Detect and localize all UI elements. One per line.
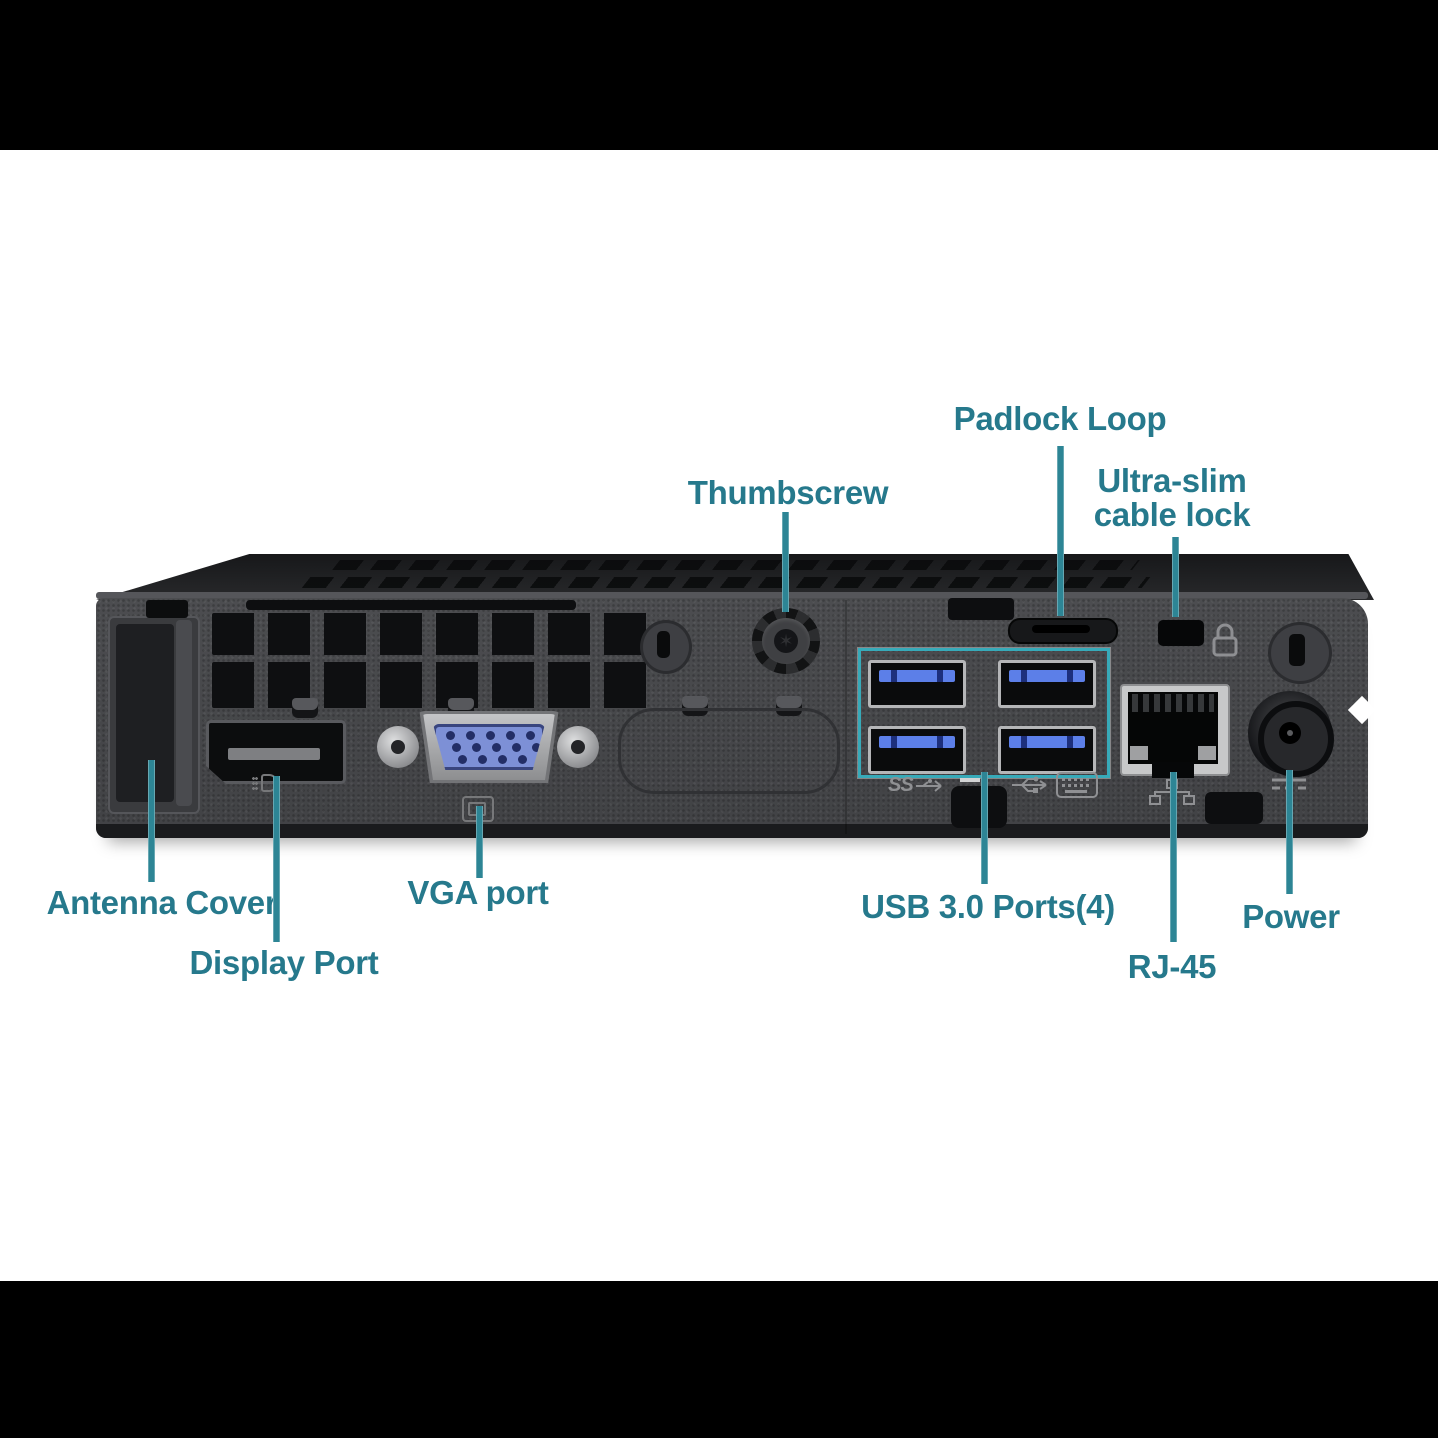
leader-cable-lock bbox=[1172, 537, 1179, 617]
vga-screw-hole bbox=[571, 740, 585, 754]
padlock-loop-slot bbox=[1032, 625, 1090, 633]
displayport-tongue bbox=[228, 748, 320, 760]
padlock-icon bbox=[1212, 623, 1238, 657]
vga-connector bbox=[433, 724, 545, 770]
keyhole-slot-opening bbox=[657, 631, 670, 658]
rj45-led bbox=[1198, 746, 1216, 760]
callout-cable-lock-line1: Ultra-slim bbox=[1097, 462, 1247, 499]
latch-highlight bbox=[960, 778, 980, 782]
panel-seam bbox=[845, 600, 847, 834]
vent-grid-row bbox=[212, 613, 652, 655]
usb-trident-icon bbox=[1012, 776, 1047, 793]
letterbox-bottom bbox=[0, 1281, 1438, 1438]
rj45-pins bbox=[1132, 694, 1214, 712]
usb3-arrow bbox=[915, 778, 942, 792]
letterbox-top bbox=[0, 0, 1438, 150]
keyboard-icon bbox=[1056, 772, 1098, 798]
serial-port-blank-outline bbox=[618, 708, 840, 794]
callout-power: Power bbox=[1242, 898, 1340, 935]
keyhole-slot-opening bbox=[1289, 634, 1305, 666]
chassis-bottom-edge bbox=[96, 824, 1368, 838]
power-connector-pin bbox=[1287, 730, 1293, 736]
leader-antenna-cover bbox=[148, 760, 155, 882]
chassis-tab bbox=[951, 786, 1007, 828]
callout-vga-port: VGA port bbox=[407, 874, 549, 911]
top-vent-row bbox=[332, 560, 1140, 570]
rj45-led bbox=[1130, 746, 1148, 760]
callout-antenna-cover: Antenna Cover bbox=[46, 884, 278, 921]
leader-padlock-loop bbox=[1057, 446, 1064, 616]
usb-port bbox=[998, 726, 1096, 774]
usb-port bbox=[998, 660, 1096, 708]
ss-marking: SS bbox=[888, 774, 914, 796]
leader-display-port bbox=[273, 776, 280, 942]
chassis-latch bbox=[292, 698, 318, 718]
chassis-tab bbox=[1205, 792, 1263, 824]
usb-highlight-box bbox=[857, 647, 1111, 779]
vga-screw-hole bbox=[391, 740, 405, 754]
usb-port bbox=[868, 726, 966, 774]
leader-power bbox=[1286, 770, 1293, 894]
antenna-cover-rail bbox=[176, 620, 192, 806]
callout-display-port: Display Port bbox=[189, 944, 379, 981]
vga-pin-row bbox=[458, 755, 545, 764]
chassis-latch bbox=[776, 696, 802, 716]
vent-grid-row bbox=[212, 662, 652, 708]
callout-rj45: RJ-45 bbox=[1127, 948, 1217, 985]
usb3-ss-icon: SS bbox=[888, 774, 949, 797]
top-vent-row bbox=[301, 577, 1151, 588]
vga-pin-row bbox=[452, 743, 541, 752]
thumbscrew-torx-center: ✶ bbox=[774, 629, 798, 653]
chassis-lip bbox=[96, 592, 1368, 599]
usb-port bbox=[868, 660, 966, 708]
rj45-clip-slot bbox=[1152, 762, 1194, 778]
antenna-cover-tab bbox=[146, 600, 188, 618]
leader-usb-ports bbox=[981, 772, 988, 884]
vent-strip bbox=[246, 600, 576, 610]
leader-vga-port bbox=[476, 806, 483, 878]
chassis-tab bbox=[948, 598, 1014, 620]
callout-usb-ports: USB 3.0 Ports(4) bbox=[861, 888, 1115, 925]
chassis-latch bbox=[682, 696, 708, 716]
cable-lock-slot bbox=[1158, 620, 1204, 646]
callout-thumbscrew: Thumbscrew bbox=[687, 474, 889, 511]
leader-thumbscrew bbox=[782, 512, 789, 612]
vga-pin-row bbox=[446, 731, 535, 740]
callout-cable-lock-line2: cable lock bbox=[1093, 496, 1251, 533]
antenna-cover-panel bbox=[116, 624, 174, 802]
callout-padlock-loop: Padlock Loop bbox=[953, 400, 1167, 437]
leader-rj45 bbox=[1170, 772, 1177, 942]
